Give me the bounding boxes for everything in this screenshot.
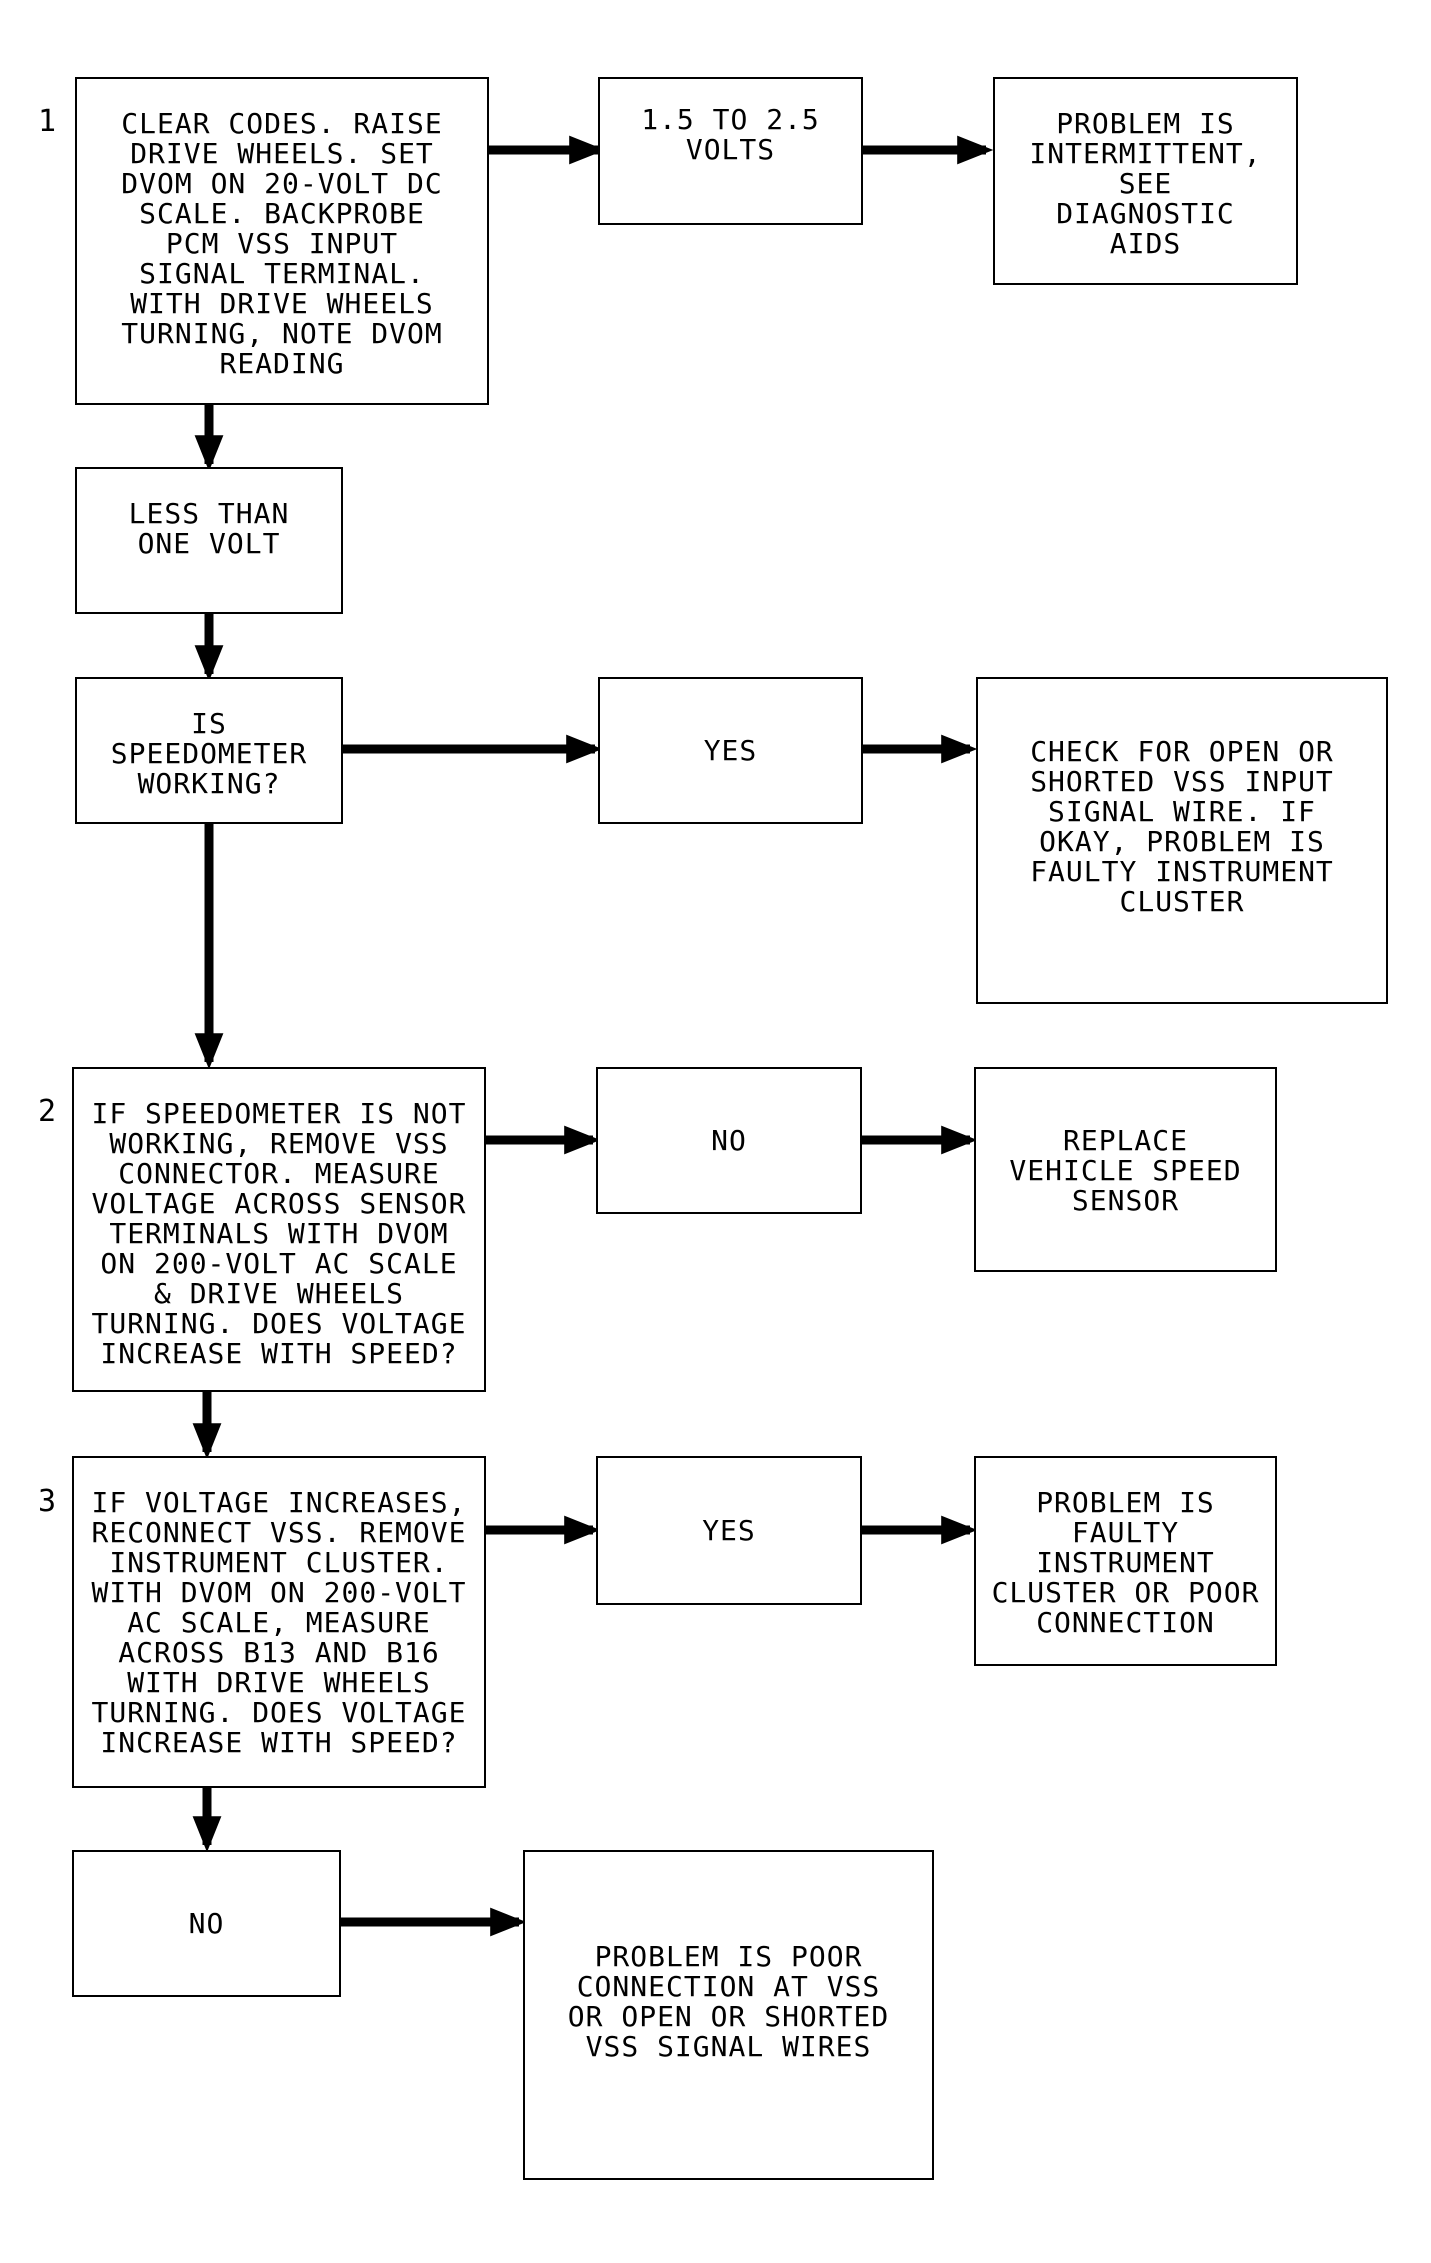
box-yes-speedometer-text: YES [703, 734, 758, 767]
box-yes-speedometer: YES [598, 677, 863, 824]
box-remove-vss-connector-text: IF SPEEDOMETER IS NOT WORKING, REMOVE VS… [91, 1097, 467, 1370]
box-intermittent-text: PROBLEM IS INTERMITTENT, SEE DIAGNOSTIC … [1029, 107, 1262, 260]
box-replace-vss: REPLACE VEHICLE SPEED SENSOR [974, 1067, 1277, 1272]
box-replace-vss-text: REPLACE VEHICLE SPEED SENSOR [1009, 1124, 1242, 1217]
box-no-cluster: NO [72, 1850, 341, 1997]
box-speedometer-question: IS SPEEDOMETER WORKING? [75, 677, 343, 824]
step-number-1: 1 [38, 104, 57, 139]
box-no-voltage-sensor-text: NO [711, 1124, 747, 1157]
box-check-vss-wire-text: CHECK FOR OPEN OR SHORTED VSS INPUT SIGN… [1030, 735, 1334, 918]
box-check-vss-wire: CHECK FOR OPEN OR SHORTED VSS INPUT SIGN… [976, 677, 1388, 1004]
step-number-3: 3 [38, 1484, 57, 1519]
box-faulty-cluster-text: PROBLEM IS FAULTY INSTRUMENT CLUSTER OR … [991, 1486, 1260, 1639]
box-poor-connection: PROBLEM IS POOR CONNECTION AT VSS OR OPE… [523, 1850, 934, 2180]
box-yes-cluster-text: YES [702, 1514, 756, 1547]
box-less-than-one-volt: LESS THAN ONE VOLT [75, 467, 343, 614]
box-poor-connection-text: PROBLEM IS POOR CONNECTION AT VSS OR OPE… [567, 1940, 890, 2063]
step-number-2: 2 [38, 1094, 57, 1129]
box-no-voltage-sensor: NO [596, 1067, 862, 1214]
box-remove-instrument-cluster: IF VOLTAGE INCREASES, RECONNECT VSS. REM… [72, 1456, 486, 1788]
box-voltage-range: 1.5 TO 2.5 VOLTS [598, 77, 863, 225]
box-remove-instrument-cluster-text: IF VOLTAGE INCREASES, RECONNECT VSS. REM… [91, 1486, 467, 1759]
box-intermittent: PROBLEM IS INTERMITTENT, SEE DIAGNOSTIC … [993, 77, 1298, 285]
box-faulty-cluster: PROBLEM IS FAULTY INSTRUMENT CLUSTER OR … [974, 1456, 1277, 1666]
box-yes-cluster: YES [596, 1456, 862, 1605]
box-less-than-one-volt-text: LESS THAN ONE VOLT [128, 497, 290, 560]
box-clear-codes: CLEAR CODES. RAISE DRIVE WHEELS. SET DVO… [75, 77, 489, 405]
box-voltage-range-text: 1.5 TO 2.5 VOLTS [641, 103, 820, 166]
box-no-cluster-text: NO [188, 1907, 225, 1940]
box-clear-codes-text: CLEAR CODES. RAISE DRIVE WHEELS. SET DVO… [121, 107, 443, 380]
box-speedometer-question-text: IS SPEEDOMETER WORKING? [110, 707, 308, 800]
box-remove-vss-connector: IF SPEEDOMETER IS NOT WORKING, REMOVE VS… [72, 1067, 486, 1392]
